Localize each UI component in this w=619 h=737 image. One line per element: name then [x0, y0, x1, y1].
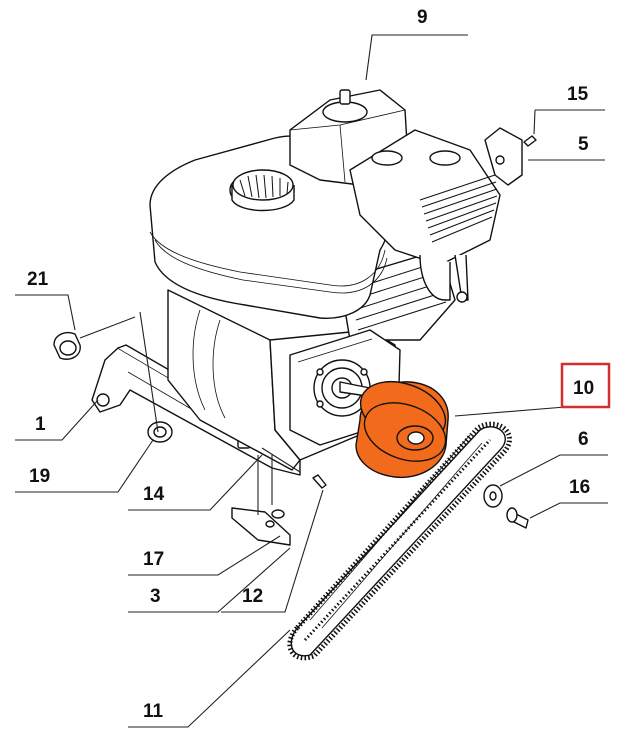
- callout-label-11[interactable]: 11: [143, 701, 164, 722]
- bolt-15[interactable]: [523, 135, 537, 147]
- callout-label-1[interactable]: 1: [35, 414, 46, 435]
- key-12[interactable]: [312, 474, 327, 489]
- washer-3[interactable]: [271, 509, 285, 519]
- callout-label-6[interactable]: 6: [578, 429, 589, 450]
- bolt-16[interactable]: [506, 507, 529, 529]
- callout-10-highlight-box: [560, 362, 611, 409]
- muffler[interactable]: [349, 129, 501, 303]
- leader-lines: [15, 34, 608, 728]
- callout-label-14[interactable]: 14: [143, 484, 165, 505]
- fuel-cap[interactable]: [229, 169, 295, 212]
- callout-label-19[interactable]: 19: [29, 466, 50, 487]
- pulley-10[interactable]: [352, 371, 454, 479]
- bracket-5[interactable]: [484, 127, 523, 186]
- callout-label-16[interactable]: 16: [569, 477, 590, 498]
- washer-6[interactable]: [483, 484, 503, 508]
- callout-label-5[interactable]: 5: [578, 134, 589, 155]
- callout-label-12[interactable]: 12: [242, 586, 263, 607]
- washer-19[interactable]: [147, 421, 173, 443]
- callout-label-9[interactable]: 9: [417, 7, 428, 28]
- bushing-21[interactable]: [53, 331, 81, 360]
- callout-label-10[interactable]: 10: [573, 378, 594, 399]
- drive-belt[interactable]: [287, 421, 512, 661]
- callout-label-17[interactable]: 17: [143, 549, 164, 570]
- callout-label-15[interactable]: 15: [567, 84, 589, 105]
- callout-label-3[interactable]: 3: [150, 586, 161, 607]
- plate-17[interactable]: [231, 507, 291, 546]
- callout-label-21[interactable]: 21: [27, 269, 49, 290]
